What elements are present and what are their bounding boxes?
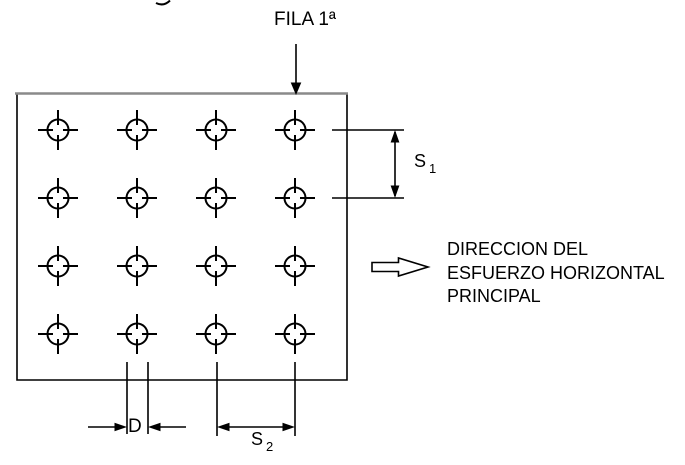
pile-symbol [275, 314, 315, 354]
s2-subscript: 2 [266, 439, 274, 454]
pile-grid [38, 110, 315, 354]
s1-subscript: 1 [429, 161, 437, 176]
s2-dimension [216, 362, 296, 436]
pile-symbol [117, 246, 157, 286]
row-pointer-down-arrow-icon [290, 44, 302, 95]
fila-label: FILA 1ª [274, 9, 336, 30]
pile-symbol [275, 178, 315, 218]
s2-base: S [251, 429, 264, 449]
pile-symbol [38, 314, 78, 354]
d-dimension [88, 362, 186, 434]
pile-symbol [196, 178, 236, 218]
pile-symbol [117, 178, 157, 218]
pile-symbol [275, 246, 315, 286]
pile-symbol [275, 110, 315, 150]
pile-symbol [38, 110, 78, 150]
direction-label: DIRECCION DEL ESFUERZO HORIZONTAL PRINCI… [447, 238, 665, 309]
clipped-text-fragment [155, 0, 171, 6]
direction-line-3: PRINCIPAL [447, 286, 541, 306]
direction-line-2: ESFUERZO HORIZONTAL [447, 262, 665, 283]
pile-symbol [38, 246, 78, 286]
pile-symbol [196, 246, 236, 286]
s1-base: S [414, 151, 427, 171]
d-label: D [128, 416, 142, 437]
pile-symbol [196, 314, 236, 354]
pile-symbol [38, 178, 78, 218]
s1-dimension [332, 129, 404, 199]
pile-symbol [117, 110, 157, 150]
direction-line-1: DIRECCION DEL [447, 239, 589, 259]
pile-cap-outline [16, 93, 348, 381]
pile-symbol [196, 110, 236, 150]
hollow-right-arrow-icon [371, 256, 431, 278]
pile-symbol [117, 314, 157, 354]
